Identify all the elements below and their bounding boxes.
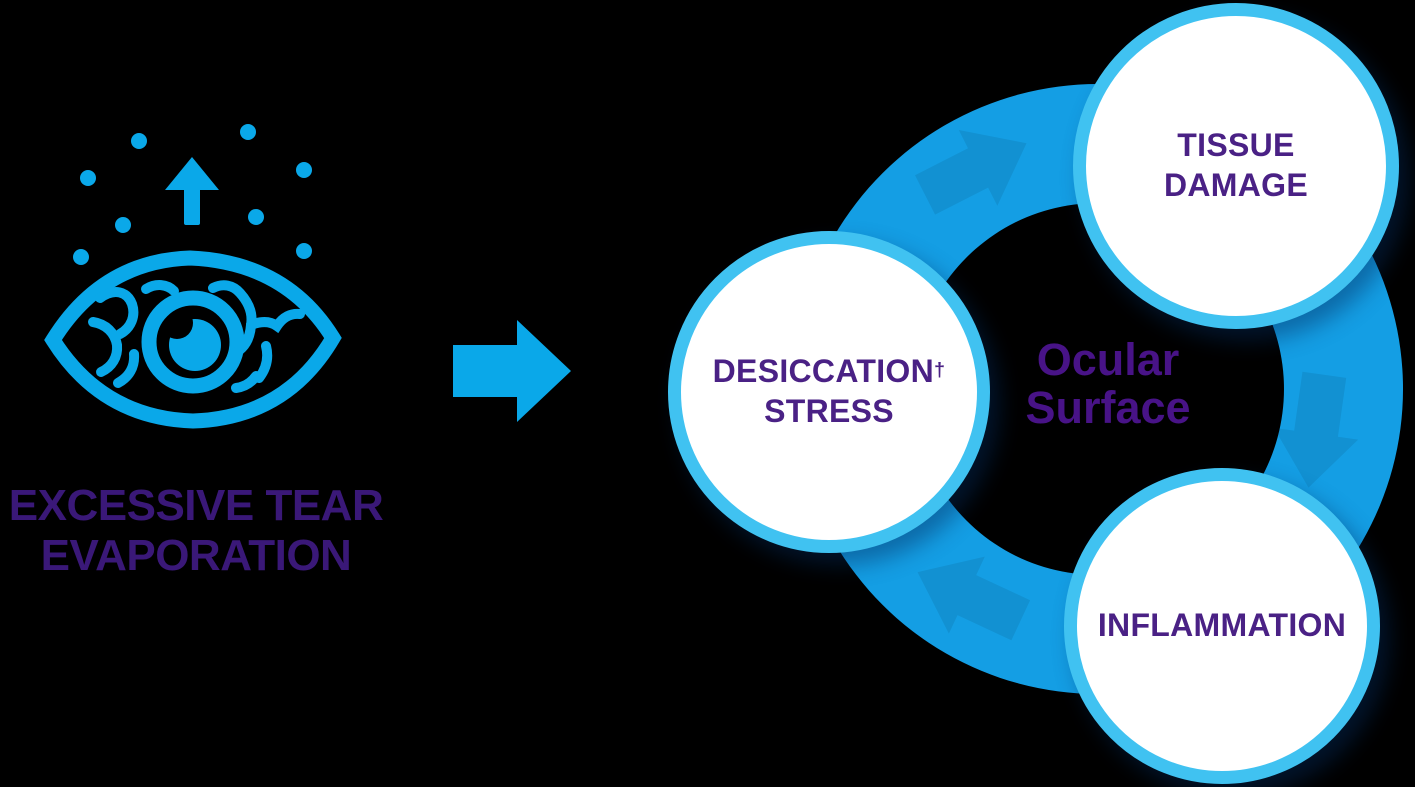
left-title-line2: EVAPORATION xyxy=(40,531,352,581)
node-inflammation-label: INFLAMMATION xyxy=(1098,606,1346,646)
center-label-line1: Ocular xyxy=(1036,334,1180,385)
inflammation-line1: INFLAMMATION xyxy=(1097,607,1347,644)
node-tissue-damage: TISSUE DAMAGE xyxy=(1073,3,1399,329)
node-tissue-damage-label: TISSUE DAMAGE xyxy=(1164,126,1308,205)
dagger-footnote-marker: † xyxy=(934,358,946,381)
eye-icon xyxy=(44,250,342,429)
desiccation-line2: STRESS xyxy=(764,393,894,429)
vapor-dots-icon xyxy=(73,124,312,265)
cycle-center-label: Ocular Surface xyxy=(958,336,1258,431)
left-title-line1: EXCESSIVE TEAR xyxy=(8,481,384,530)
left-title: EXCESSIVE TEAR EVAPORATION xyxy=(0,481,392,581)
center-label-line2: Surface xyxy=(1025,381,1191,433)
pupil-crescent xyxy=(169,319,221,371)
flow-right-arrow-icon xyxy=(453,320,571,422)
desiccation-line1: DESICCATION† xyxy=(712,353,946,390)
node-desiccation-stress: DESICCATION† STRESS xyxy=(668,231,990,553)
up-arrow-icon xyxy=(165,157,219,225)
node-inflammation: INFLAMMATION xyxy=(1064,468,1380,784)
tissue-line1: TISSUE xyxy=(1177,127,1295,164)
node-desiccation-stress-label: DESICCATION† STRESS xyxy=(713,352,946,431)
tissue-line2: DAMAGE xyxy=(1163,167,1309,203)
eye-veins xyxy=(88,280,305,393)
evaporating-eye-icon xyxy=(44,124,342,429)
